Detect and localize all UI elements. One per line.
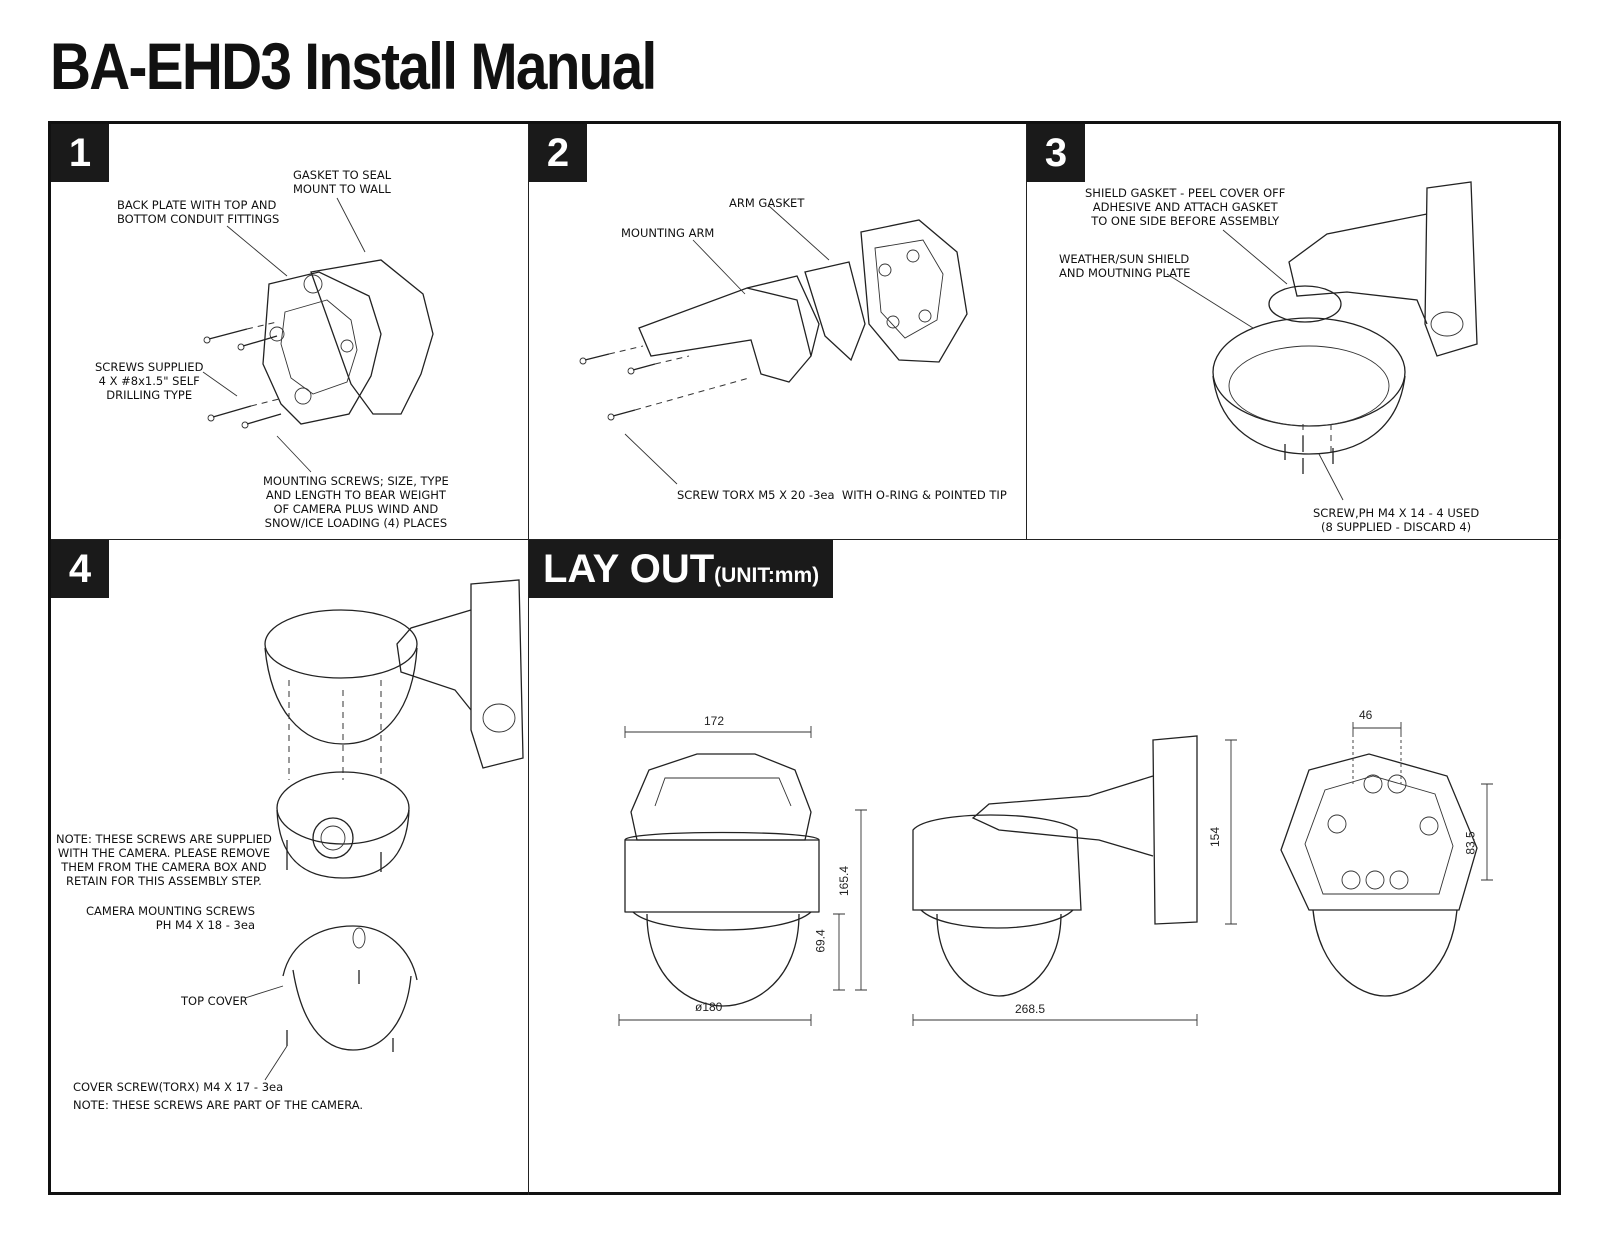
step-3-number: 3 [1027,124,1085,182]
step-4-panel: 4 NOTE: THESE SCREWS ARE SUPPLIED WITH T… [51,540,529,1195]
weather-shield-label: WEATHER/SUN SHIELD AND MOUTNING PLATE [1059,252,1191,280]
step-3-panel: 3 SHIELD GASKET - PEEL COVER OFF ADHESIV… [1027,124,1561,540]
manual-frame: 1 GASKET TO SEAL MOUNT TO WALL BACK PLAT… [48,121,1561,1195]
layout-heading-text: LAY OUT [543,547,715,591]
dim-hole-width: 46 [1359,708,1373,722]
cover-screw-note: NOTE: THESE SCREWS ARE PART OF THE CAMER… [73,1098,364,1112]
shield-gasket-label: SHIELD GASKET - PEEL COVER OFF ADHESIVE … [1085,186,1286,228]
back-plate-drawing [202,197,434,473]
camera-assembly-drawing [244,579,524,1081]
page-title: BA-EHD3 Install Manual [50,29,657,103]
gasket-label: GASKET TO SEAL MOUNT TO WALL [293,168,392,196]
layout-drawings [618,722,1493,1026]
sun-shield-drawing [1166,181,1478,501]
mounting-arm-drawing [579,205,968,485]
top-cover-label: TOP COVER [181,994,248,1008]
back-plate-label: BACK PLATE WITH TOP AND BOTTOM CONDUIT F… [117,198,280,226]
step-1-panel: 1 GASKET TO SEAL MOUNT TO WALL BACK PLAT… [51,124,529,540]
side-view [912,735,1237,1026]
back-view [1280,722,1493,997]
screws-supplied-label: SCREWS SUPPLIED 4 X #8x1.5" SELF DRILLIN… [95,360,204,402]
camera-screws-note: NOTE: THESE SCREWS ARE SUPPLIED WITH THE… [56,832,272,888]
torx-screw-label: SCREW TORX M5 X 20 -3ea WITH O-RING & PO… [677,488,1007,502]
step-1-number: 1 [51,124,109,182]
dim-dome-diameter: ø180 [695,1000,723,1014]
camera-mounting-screws-label: CAMERA MOUNTING SCREWS PH M4 X 18 - 3ea [86,904,255,932]
dim-width: 172 [704,714,725,728]
cover-screw-label: COVER SCREW(TORX) M4 X 17 - 3ea [73,1080,284,1094]
step-2-number: 2 [529,124,587,182]
layout-panel: LAY OUT(UNIT:mm) 172 ø180 165.4 69.4 268… [529,540,1561,1195]
front-view [618,726,867,1026]
layout-unit: (UNIT:mm) [714,564,820,587]
mounting-arm-label: MOUNTING ARM [621,226,715,240]
dim-depth: 268.5 [1015,1002,1046,1016]
mounting-screws-label: MOUNTING SCREWS; SIZE, TYPE AND LENGTH T… [263,474,449,530]
step-2-panel: 2 ARM GASKET MOUNTING ARM SCREW TORX M5 … [529,124,1027,540]
layout-heading: LAY OUT(UNIT:mm) [529,540,834,598]
screw-ph-m4-label: SCREW,PH M4 X 14 - 4 USED (8 SUPPLIED - … [1313,506,1480,534]
step-4-number: 4 [51,540,109,598]
